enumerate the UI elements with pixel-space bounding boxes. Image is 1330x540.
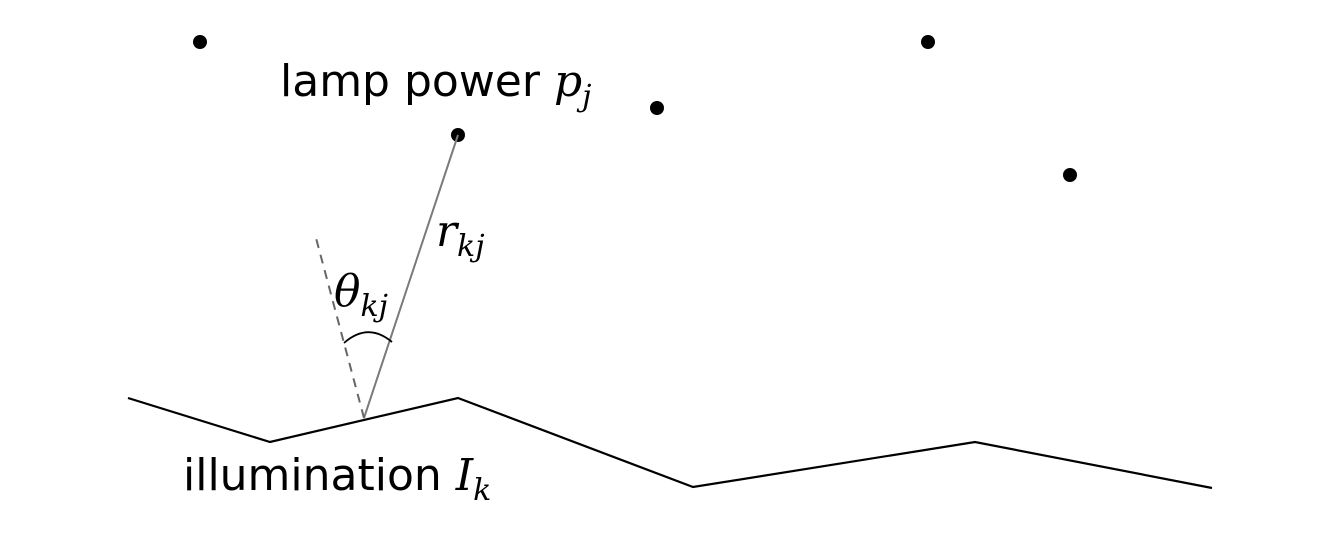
angle-subscript: kj: [361, 289, 388, 324]
distance-subscript: kj: [457, 229, 484, 264]
surface-line: [127, 396, 1213, 490]
lamp-dot-2: [921, 35, 935, 49]
angle-symbol: θ: [334, 266, 361, 317]
lamp-power-label: lamp power pj: [280, 56, 591, 114]
angle-arc: [343, 331, 393, 344]
surface-normal-line: [315, 237, 365, 419]
lamp-power-text: lamp power: [280, 56, 554, 107]
illumination-text: illumination: [183, 450, 456, 501]
illumination-symbol: I: [455, 450, 475, 501]
lamp-power-symbol: p: [554, 56, 582, 107]
lamp-dot-1: [193, 35, 207, 49]
distance-label: rkj: [436, 206, 485, 264]
illumination-subscript: k: [473, 473, 491, 508]
ray-line: [363, 134, 459, 419]
illumination-label: illumination Ik: [183, 450, 491, 508]
distance-symbol: r: [436, 206, 460, 257]
lamp-dot-5: [1063, 168, 1077, 182]
angle-label: θkj: [334, 266, 388, 324]
lamp-dot-3: [650, 101, 664, 115]
